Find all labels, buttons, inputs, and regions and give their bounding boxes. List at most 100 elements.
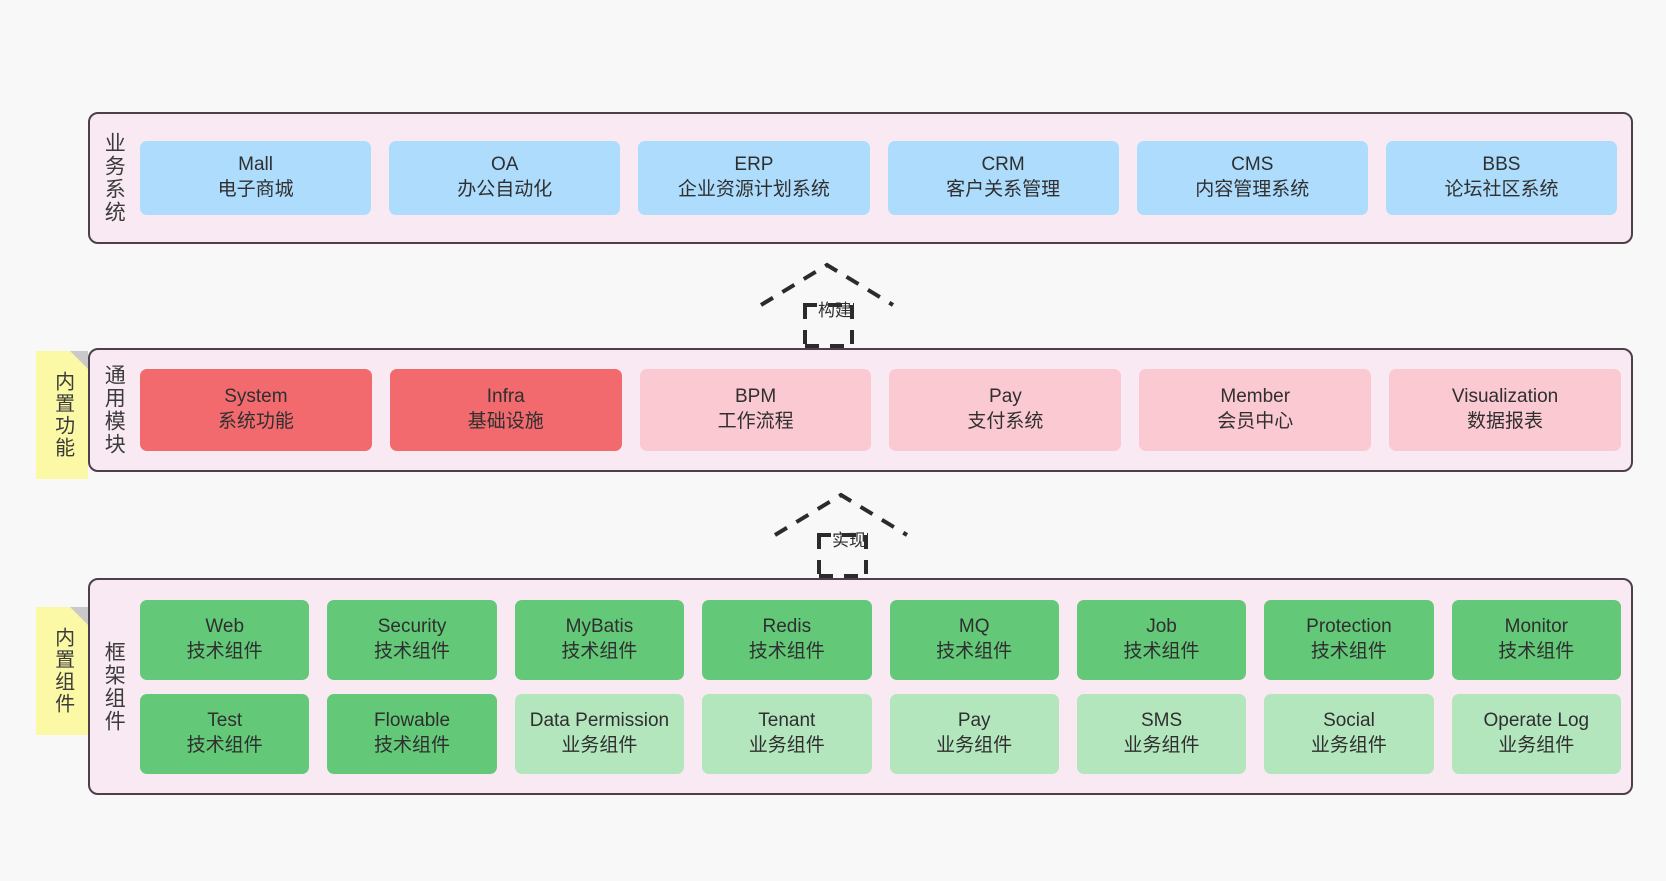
card-test[interactable]: Test 技术组件 xyxy=(140,693,310,774)
card-visualization[interactable]: Visualization 数据报表 xyxy=(1389,369,1621,451)
framework-row-business: Test 技术组件 Flowable 技术组件 Data Permission … xyxy=(140,693,1621,774)
card-title-en: Data Permission xyxy=(529,709,670,731)
card-title-cn: 基础设施 xyxy=(467,411,544,432)
card-title-en: Member xyxy=(1220,386,1291,408)
card-job[interactable]: Job 技术组件 xyxy=(1076,599,1247,680)
card-mybatis[interactable]: MyBatis 技术组件 xyxy=(514,599,685,680)
note-builtin-function: 内置功能 xyxy=(36,351,88,479)
card-erp[interactable]: ERP 企业资源计划系统 xyxy=(638,141,870,215)
note-builtin-component-label: 内置组件 xyxy=(51,627,74,715)
card-system[interactable]: System 系统功能 xyxy=(140,369,372,451)
card-mall[interactable]: Mall 电子商城 xyxy=(140,141,372,215)
card-data-permission[interactable]: Data Permission 业务组件 xyxy=(514,693,685,774)
arrow-implement: 实现 xyxy=(770,488,915,578)
card-title-en: Mall xyxy=(238,154,273,176)
card-bbs[interactable]: BBS 论坛社区系统 xyxy=(1385,141,1618,215)
card-title-en: BPM xyxy=(734,386,777,408)
card-title-en: ERP xyxy=(734,154,774,176)
card-title-en: CRM xyxy=(981,154,1025,176)
arrow-build: 构建 xyxy=(756,258,901,348)
card-title-en: BBS xyxy=(1482,154,1521,176)
card-title-en: Monitor xyxy=(1504,615,1568,637)
card-title-cn: 技术组件 xyxy=(186,734,263,756)
card-title-cn: 内容管理系统 xyxy=(1195,179,1310,200)
card-oa[interactable]: OA 办公自动化 xyxy=(389,141,621,215)
card-title-en: Security xyxy=(377,615,447,637)
card-infra[interactable]: Infra 基础设施 xyxy=(389,369,622,451)
card-title-cn: 技术组件 xyxy=(561,640,638,662)
card-mq[interactable]: MQ 技术组件 xyxy=(889,599,1059,680)
card-title-en: Protection xyxy=(1306,615,1392,637)
card-title-en: OA xyxy=(491,154,519,176)
card-security[interactable]: Security 技术组件 xyxy=(327,599,497,680)
card-title-cn: 业务组件 xyxy=(1498,734,1575,756)
card-pay[interactable]: Pay 支付系统 xyxy=(889,369,1122,451)
framework-row-technical: Web 技术组件 Security 技术组件 MyBatis 技术组件 Redi… xyxy=(140,599,1621,680)
note-builtin-function-label: 内置功能 xyxy=(51,371,74,459)
card-title-en: Pay xyxy=(989,386,1022,408)
layer-common-body: System 系统功能 Infra 基础设施 BPM 工作流程 Pay 支付系统… xyxy=(136,350,1631,470)
card-title-en: SMS xyxy=(1140,709,1183,731)
card-title-en: Visualization xyxy=(1451,386,1559,408)
card-title-en: Flowable xyxy=(374,709,451,731)
layer-common-title: 通用模块 xyxy=(102,364,126,456)
card-cms[interactable]: CMS 内容管理系统 xyxy=(1136,141,1368,215)
note-fold-corner-icon xyxy=(70,351,88,369)
card-title-cn: 技术组件 xyxy=(748,640,825,662)
card-title-cn: 技术组件 xyxy=(374,640,451,662)
layer-common-modules: 通用模块 System 系统功能 Infra 基础设施 BPM 工作流程 Pay… xyxy=(88,348,1633,472)
layer-framework-title: 框架组件 xyxy=(102,640,126,733)
card-title-cn: 企业资源计划系统 xyxy=(677,179,830,200)
card-sms[interactable]: SMS 业务组件 xyxy=(1076,693,1247,774)
card-title-en: MyBatis xyxy=(565,615,634,637)
arrow-implement-label: 实现 xyxy=(832,531,866,550)
card-title-en: CMS xyxy=(1231,154,1274,176)
card-pay-business[interactable]: Pay 业务组件 xyxy=(889,693,1059,774)
card-title-en: Redis xyxy=(762,615,812,637)
card-title-cn: 支付系统 xyxy=(967,411,1044,432)
card-title-en: MQ xyxy=(958,615,990,637)
card-title-cn: 业务组件 xyxy=(748,734,825,756)
card-title-cn: 工作流程 xyxy=(717,411,794,432)
layer-business-body: Mall 电子商城 OA 办公自动化 ERP 企业资源计划系统 CRM 客户关系… xyxy=(136,114,1631,242)
card-title-en: Tenant xyxy=(758,709,816,731)
business-row: Mall 电子商城 OA 办公自动化 ERP 企业资源计划系统 CRM 客户关系… xyxy=(140,141,1618,215)
card-protection[interactable]: Protection 技术组件 xyxy=(1264,599,1434,680)
card-monitor[interactable]: Monitor 技术组件 xyxy=(1451,599,1621,680)
layer-framework-body: Web 技术组件 Security 技术组件 MyBatis 技术组件 Redi… xyxy=(136,580,1631,793)
card-title-en: Pay xyxy=(957,709,991,731)
card-title-cn: 技术组件 xyxy=(186,640,263,662)
card-title-cn: 业务组件 xyxy=(1123,734,1200,756)
layer-framework-components: 框架组件 Web 技术组件 Security 技术组件 MyBatis 技术组件… xyxy=(88,578,1633,795)
card-web[interactable]: Web 技术组件 xyxy=(140,599,310,680)
card-member[interactable]: Member 会员中心 xyxy=(1139,369,1372,451)
card-title-en: Operate Log xyxy=(1483,709,1590,731)
card-flowable[interactable]: Flowable 技术组件 xyxy=(327,693,497,774)
card-redis[interactable]: Redis 技术组件 xyxy=(702,599,872,680)
card-title-en: Infra xyxy=(486,386,525,408)
card-title-cn: 会员中心 xyxy=(1217,411,1294,432)
card-title-cn: 系统功能 xyxy=(217,411,294,432)
card-title-cn: 数据报表 xyxy=(1467,411,1544,432)
arrow-build-label: 构建 xyxy=(818,301,852,320)
card-title-en: Web xyxy=(205,615,245,637)
card-title-en: System xyxy=(224,386,288,408)
card-title-cn: 办公自动化 xyxy=(457,179,553,200)
card-bpm[interactable]: BPM 工作流程 xyxy=(639,369,872,451)
card-title-cn: 论坛社区系统 xyxy=(1444,179,1559,200)
card-operate-log[interactable]: Operate Log 业务组件 xyxy=(1451,693,1621,774)
card-title-en: Test xyxy=(207,709,243,731)
card-tenant[interactable]: Tenant 业务组件 xyxy=(702,693,872,774)
layer-business-title: 业务系统 xyxy=(102,132,126,224)
layer-business-systems: 业务系统 Mall 电子商城 OA 办公自动化 ERP 企业资源计划系统 CRM… xyxy=(88,112,1633,244)
card-title-cn: 电子商城 xyxy=(217,179,294,200)
card-title-cn: 技术组件 xyxy=(374,734,451,756)
note-builtin-component: 内置组件 xyxy=(36,607,88,735)
card-crm[interactable]: CRM 客户关系管理 xyxy=(887,141,1119,215)
card-title-cn: 业务组件 xyxy=(936,734,1013,756)
card-title-en: Job xyxy=(1146,615,1177,637)
card-title-cn: 技术组件 xyxy=(1310,640,1387,662)
card-social[interactable]: Social 业务组件 xyxy=(1264,693,1434,774)
card-title-cn: 业务组件 xyxy=(561,734,638,756)
